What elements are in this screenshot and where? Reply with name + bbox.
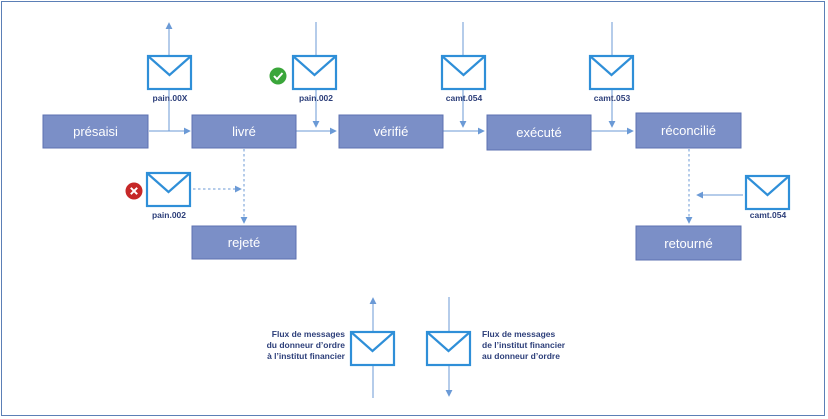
check-icon (269, 67, 287, 85)
state-reconcilie: réconcilié (635, 112, 742, 149)
svg-text:à l’institut financier: à l’institut financier (267, 351, 346, 361)
envelope-icon (588, 54, 635, 91)
envelope-icon (146, 54, 193, 91)
state-retourne: retourné (635, 225, 742, 261)
cross-icon (125, 182, 143, 200)
state-presaisi: présaisi (42, 114, 149, 149)
msg-label-camt053: camt.053 (594, 93, 631, 103)
svg-text:au donneur d’ordre: au donneur d’ordre (482, 351, 560, 361)
svg-text:rejeté: rejeté (228, 235, 261, 250)
svg-text:Flux de messages: Flux de messages (482, 329, 556, 339)
envelope-icon (291, 54, 338, 91)
msg-label-camt054-b: camt.054 (750, 210, 787, 220)
envelope-icon (440, 54, 487, 91)
state-verifie: vérifié (338, 114, 444, 149)
envelope-icon (744, 174, 791, 211)
envelope-icon (349, 330, 396, 367)
envelope-icon (145, 171, 192, 208)
envelope-icon (425, 330, 472, 367)
msg-label-camt054-a: camt.054 (446, 93, 483, 103)
svg-text:de l’institut financier: de l’institut financier (482, 340, 566, 350)
msg-label-pain002-ok: pain.002 (299, 93, 333, 103)
state-livre: livré (191, 114, 297, 149)
svg-text:du donneur d’ordre: du donneur d’ordre (267, 340, 346, 350)
svg-text:réconcilié: réconcilié (661, 123, 716, 138)
svg-text:retourné: retourné (664, 236, 712, 251)
msg-label-pain002-err: pain.002 (152, 210, 186, 220)
legend-outgoing: Flux de messages du donneur d’ordre à l’… (267, 329, 346, 361)
msg-label-pain00x: pain.00X (153, 93, 188, 103)
state-rejete: rejeté (191, 225, 297, 260)
state-execute: exécuté (486, 114, 592, 151)
svg-text:exécuté: exécuté (516, 125, 562, 140)
svg-text:présaisi: présaisi (73, 124, 118, 139)
svg-text:livré: livré (232, 124, 256, 139)
legend-incoming: Flux de messages de l’institut financier… (482, 329, 566, 361)
svg-text:Flux de messages: Flux de messages (272, 329, 346, 339)
svg-text:vérifié: vérifié (374, 124, 409, 139)
